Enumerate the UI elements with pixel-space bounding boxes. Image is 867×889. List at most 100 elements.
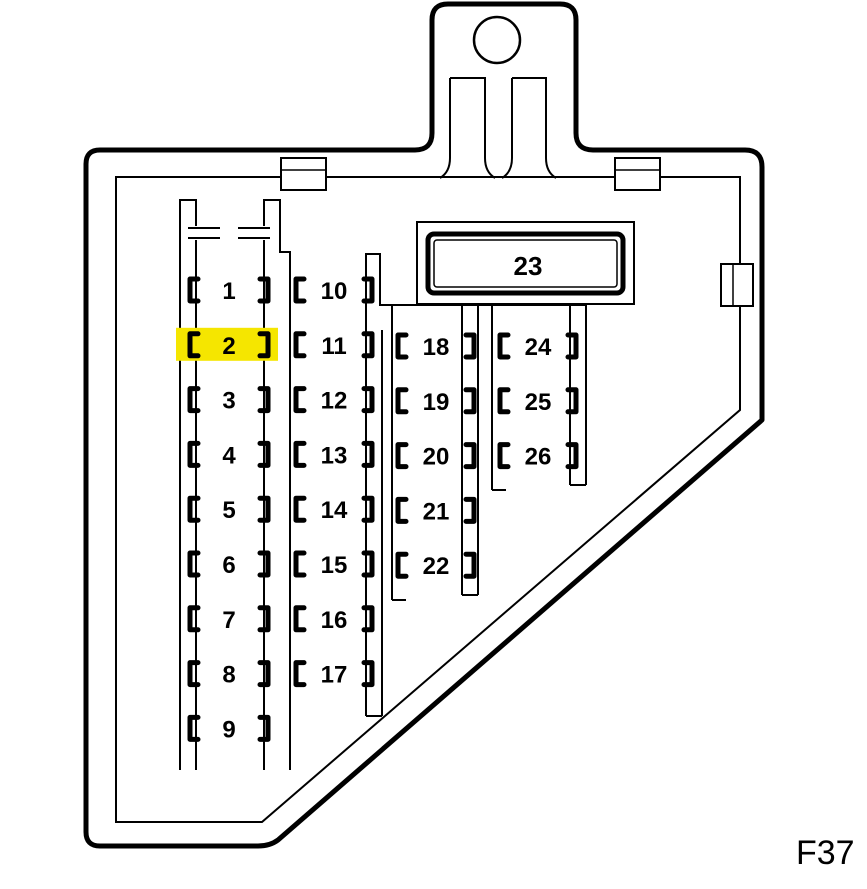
fuse-left-bracket	[187, 440, 201, 468]
fuse-14: 14	[293, 495, 375, 524]
fuse-label: 25	[525, 389, 552, 416]
fuse-22: 22	[395, 551, 477, 580]
fuse-9: 9	[187, 714, 271, 743]
fuse-label: 15	[321, 552, 348, 579]
fuse-left-bracket	[187, 714, 201, 742]
fuse-label: 4	[222, 442, 236, 469]
fuse-19: 19	[395, 387, 477, 416]
fuse-right-bracket	[463, 551, 477, 579]
fuse-1: 1	[187, 276, 271, 305]
fuse-right-bracket	[565, 332, 579, 360]
fuse-left-bracket	[395, 496, 409, 524]
fuse-right-bracket	[463, 387, 477, 415]
fuse-right-bracket	[361, 331, 375, 359]
fuse-18: 18	[395, 332, 477, 361]
fuse-right-bracket	[361, 495, 375, 523]
fuse-right-bracket	[257, 386, 271, 414]
fuse-left-bracket	[497, 332, 511, 360]
fuse-label: 18	[423, 334, 450, 361]
fuse-4: 4	[187, 440, 271, 469]
fuse-20: 20	[395, 442, 477, 471]
fuse-label: 2	[222, 333, 235, 360]
fuse-13: 13	[293, 440, 375, 469]
fuse-label: 10	[321, 278, 348, 305]
fuse-right-bracket	[565, 387, 579, 415]
fuse-label: 3	[222, 388, 235, 415]
fuse-label: 24	[525, 334, 552, 361]
fuse-label: 12	[321, 388, 348, 415]
fuse-right-bracket	[257, 331, 271, 359]
fuse-right-bracket	[257, 276, 271, 304]
fuse-left-bracket	[187, 276, 201, 304]
fuse-3: 3	[187, 386, 271, 415]
fuse-right-bracket	[361, 660, 375, 688]
fuse-label: 1	[222, 278, 235, 305]
fuse-25: 25	[497, 387, 579, 416]
fuse-left-bracket	[293, 440, 307, 468]
top-right-clip	[614, 157, 661, 191]
relay-23: 23	[416, 221, 635, 305]
fuse-left-bracket	[293, 331, 307, 359]
fuse-label: 14	[321, 497, 348, 524]
fuse-12: 12	[293, 386, 375, 415]
fuse-left-bracket	[187, 550, 201, 578]
mounting-tab-ribs	[439, 77, 557, 179]
fuse-left-bracket	[395, 551, 409, 579]
relay-label: 23	[514, 251, 543, 281]
relay-body	[425, 231, 626, 296]
fuse-right-bracket	[257, 714, 271, 742]
fuse-left-bracket	[497, 387, 511, 415]
fuse-left-bracket	[395, 387, 409, 415]
fuse-label: 6	[222, 552, 235, 579]
fuse-left-bracket	[187, 605, 201, 633]
fuse-2: 2	[176, 327, 278, 361]
fuse-left-bracket	[293, 495, 307, 523]
relay-holder	[416, 221, 635, 305]
fuse-6: 6	[187, 550, 271, 579]
fuse-24: 24	[497, 332, 579, 361]
fuse-right-bracket	[361, 276, 375, 304]
fuse-left-bracket	[293, 386, 307, 414]
fuse-right-bracket	[257, 660, 271, 688]
fuse-right-bracket	[257, 495, 271, 523]
fuse-11: 11	[293, 331, 375, 360]
fuse-label: 8	[222, 662, 235, 689]
fuse-grid: 1234567891011121314151617181920212224252…	[176, 276, 579, 743]
fuse-7: 7	[187, 605, 271, 634]
fuse-5: 5	[187, 495, 271, 524]
fuse-right-bracket	[565, 442, 579, 470]
fuse-right-bracket	[361, 386, 375, 414]
fuse-right-bracket	[463, 496, 477, 524]
fuse-label: 22	[423, 553, 450, 580]
fuse-17: 17	[293, 660, 375, 689]
fuse-right-bracket	[463, 442, 477, 470]
fuse-label: 5	[222, 497, 235, 524]
fuse-right-bracket	[257, 605, 271, 633]
fuse-label: 7	[222, 607, 235, 634]
fuse-10: 10	[293, 276, 375, 305]
fuse-label: 17	[321, 662, 348, 689]
fuse-label: 16	[321, 607, 348, 634]
fuse-15: 15	[293, 550, 375, 579]
fuse-left-bracket	[395, 442, 409, 470]
fuse-label: 20	[423, 444, 450, 471]
fuse-left-bracket	[293, 605, 307, 633]
fuse-8: 8	[187, 660, 271, 689]
fuse-right-bracket	[463, 332, 477, 360]
fuse-left-bracket	[293, 660, 307, 688]
fuse-label: 13	[321, 442, 348, 469]
fuse-label: 9	[222, 716, 235, 743]
fuse-left-bracket	[187, 331, 201, 359]
fuse-label: 21	[423, 498, 450, 525]
fuse-right-bracket	[361, 550, 375, 578]
fuse-16: 16	[293, 605, 375, 634]
mounting-hole	[472, 15, 522, 65]
fuse-left-bracket	[187, 495, 201, 523]
fuse-label: 11	[321, 333, 346, 360]
fuse-label: 19	[423, 389, 450, 416]
fuse-left-bracket	[293, 276, 307, 304]
fuse-right-bracket	[361, 605, 375, 633]
fuse-left-bracket	[187, 386, 201, 414]
side-clip	[720, 263, 754, 307]
